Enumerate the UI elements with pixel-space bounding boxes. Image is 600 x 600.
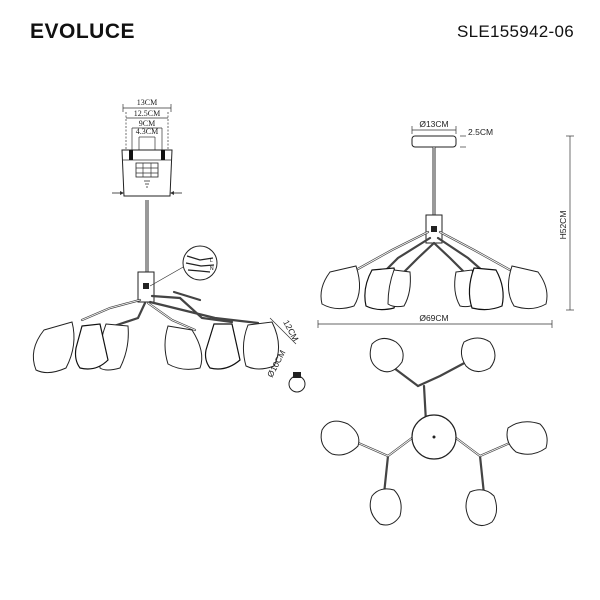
top-plan-view — [320, 337, 548, 526]
dim-13cm: 13CM — [137, 98, 157, 107]
canopy-diameter-label: Ø13CM — [419, 119, 448, 129]
dim-9cm: 9CM — [139, 119, 155, 128]
canopy-detail: 13CM 12.5CM 9CM 4.3CM — [112, 98, 182, 197]
dim-12-5cm: 12.5CM — [134, 109, 160, 118]
total-diameter-label: Ø69CM — [419, 313, 448, 323]
canopy-height-label: 2.5CM — [468, 127, 493, 137]
svg-text:L: L — [210, 258, 213, 264]
left-perspective-view: L N 12CM Ø10CM — [32, 200, 306, 393]
shade-height-label: 12CM — [281, 318, 300, 343]
dim-4-3cm: 4.3CM — [136, 127, 158, 136]
svg-text:N: N — [210, 266, 214, 272]
brand-name: EVOLUCE — [30, 20, 136, 43]
total-height-label: H52CM — [558, 211, 568, 240]
model-number: SLE155942-06 — [456, 22, 574, 41]
front-elevation-view: Ø13CM 2.5CM H52CM — [317, 119, 574, 328]
